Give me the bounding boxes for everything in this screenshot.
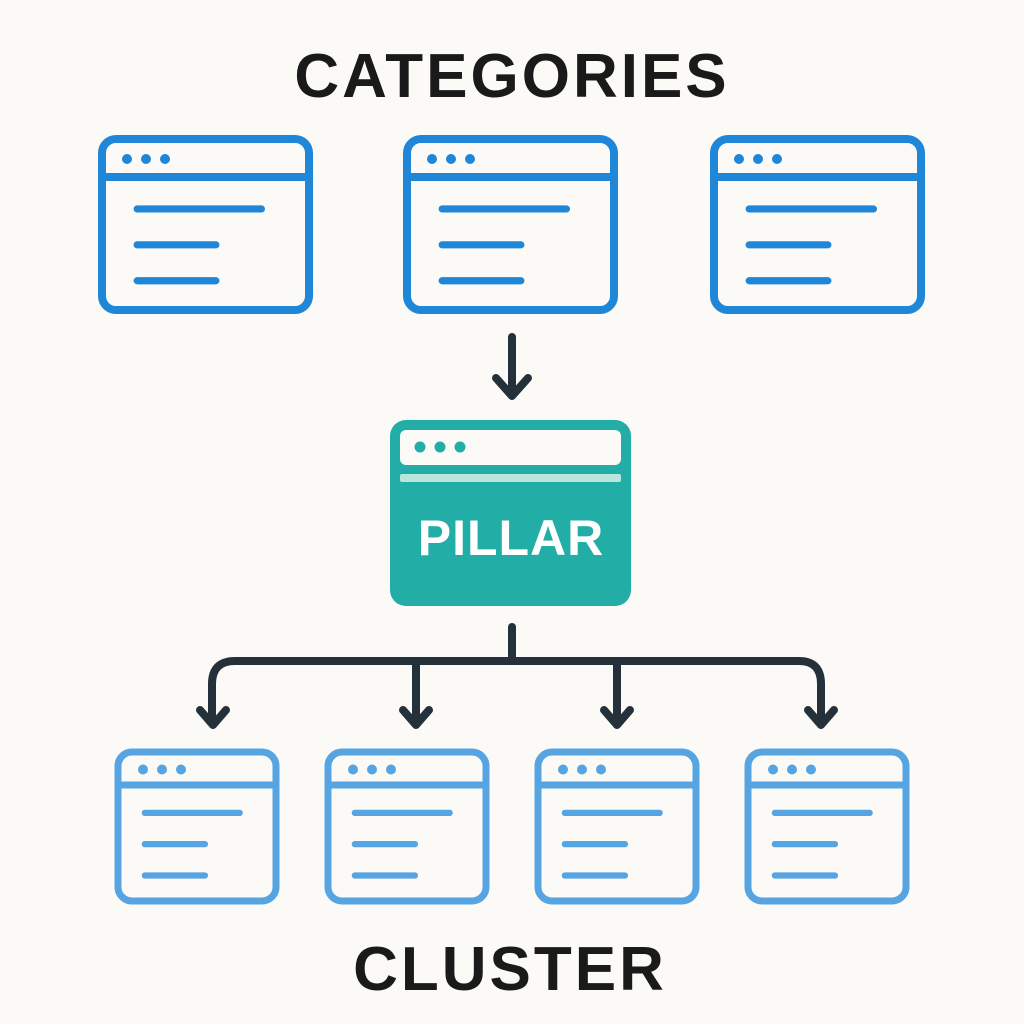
pillar-node: PILLAR xyxy=(390,420,631,606)
window-dot-icon xyxy=(414,441,426,453)
window-dot-icon xyxy=(806,764,816,775)
window-dot-icon xyxy=(558,764,568,775)
arrow-down-icon xyxy=(804,706,838,729)
browser-window-icon xyxy=(98,135,313,314)
cluster-window-3 xyxy=(534,748,700,905)
cluster-window-4 xyxy=(744,748,910,905)
window-dot-icon xyxy=(753,154,763,164)
arrow-down-icon xyxy=(600,706,634,729)
cluster-window-2 xyxy=(324,748,490,905)
pillar-label: PILLAR xyxy=(418,510,605,566)
arrow-categories-to-pillar xyxy=(492,333,532,400)
window-dot-icon xyxy=(367,764,377,775)
pillar-to-cluster-connector xyxy=(196,623,838,729)
categories-title: CATEGORIES xyxy=(294,42,729,111)
window-dot-icon xyxy=(596,764,606,775)
window-dot-icon xyxy=(772,154,782,164)
categories-group xyxy=(98,135,925,314)
window-dot-icon xyxy=(427,154,437,164)
connector-bar xyxy=(208,657,825,722)
window-dot-icon xyxy=(577,764,587,775)
category-window-1 xyxy=(98,135,313,314)
window-dot-icon xyxy=(768,764,778,775)
window-dot-icon xyxy=(446,154,456,164)
cluster-title: CLUSTER xyxy=(353,935,667,1004)
window-dot-icon xyxy=(157,764,167,775)
arrow-down-icon xyxy=(492,374,532,400)
window-dot-icon xyxy=(386,764,396,775)
window-dot-icon xyxy=(454,441,466,453)
browser-window-icon xyxy=(114,748,280,905)
window-dot-icon xyxy=(787,764,797,775)
browser-window-icon xyxy=(744,748,910,905)
window-dot-icon xyxy=(465,154,475,164)
window-dot-icon xyxy=(138,764,148,775)
arrow-down-icon xyxy=(196,706,230,729)
browser-window-icon xyxy=(534,748,700,905)
window-dot-icon xyxy=(176,764,186,775)
arrow-down-icon xyxy=(399,706,433,729)
pillar-divider-strip xyxy=(400,474,621,482)
pillar-title-bar xyxy=(400,430,621,465)
category-window-3 xyxy=(710,135,925,314)
browser-window-icon xyxy=(403,135,618,314)
clusters-group xyxy=(114,748,910,905)
browser-window-icon xyxy=(710,135,925,314)
window-dot-icon xyxy=(348,764,358,775)
window-dot-icon xyxy=(160,154,170,164)
window-dot-icon xyxy=(434,441,446,453)
category-window-2 xyxy=(403,135,618,314)
browser-window-icon xyxy=(324,748,490,905)
cluster-window-1 xyxy=(114,748,280,905)
window-dot-icon xyxy=(122,154,132,164)
window-dot-icon xyxy=(141,154,151,164)
pillar-window xyxy=(390,420,631,606)
window-dot-icon xyxy=(734,154,744,164)
